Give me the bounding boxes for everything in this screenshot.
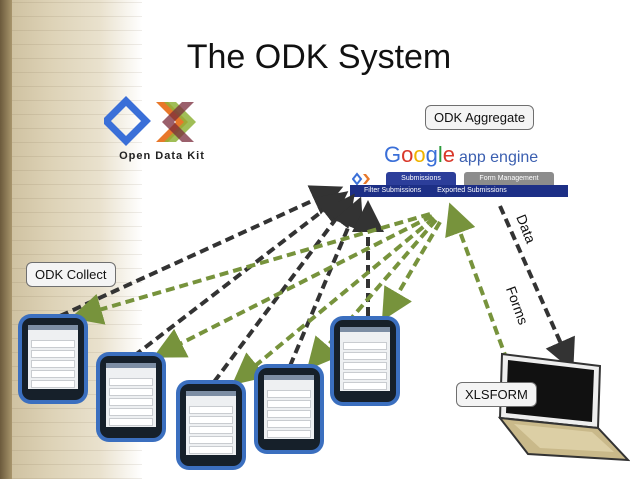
page-title: The ODK System [186, 38, 452, 76]
data-arrow-phone-1 [59, 185, 344, 318]
phone-screen [264, 375, 314, 439]
aggregate-callout: ODK Aggregate [425, 105, 535, 130]
forms-arrow-from-laptop [445, 202, 514, 375]
phone-5 [334, 320, 396, 402]
collect-callout: ODK Collect [26, 262, 116, 287]
data-arrow-phone-2 [132, 191, 349, 358]
data-arrow-to-laptop [498, 205, 575, 372]
tab-submissions[interactable]: Submissions [386, 172, 456, 185]
phone-1 [22, 318, 84, 400]
form-arrow-phone-1 [70, 212, 431, 325]
aggregate-admin-bar: Submissions Form Management Filter Submi… [350, 172, 568, 198]
logo-caption: Open Data Kit [119, 150, 205, 162]
xlsform-callout: XLSFORM [456, 382, 537, 407]
xlsform-label: XLSFORM [465, 387, 528, 402]
paper-edge [0, 0, 12, 479]
form-arrow-phone-4 [306, 218, 438, 371]
tab-form-management[interactable]: Form Management [464, 172, 554, 185]
phone-screen [106, 363, 156, 427]
submissions-subbar: Filter Submissions Exported Submissions [350, 185, 568, 197]
app-engine-text: app engine [459, 149, 539, 166]
odk-mini-icon [352, 172, 370, 186]
collect-label: ODK Collect [35, 267, 107, 282]
phone-3 [180, 384, 242, 466]
form-arrow-phone-5 [381, 220, 442, 321]
laptop-icon [497, 352, 630, 462]
phone-screen [340, 327, 390, 391]
odk-logo [104, 96, 196, 146]
data-arrow-phone-4 [288, 196, 364, 367]
phone-4 [258, 368, 320, 450]
form-arrow-phone-3 [231, 216, 436, 386]
subtab-filter-submissions[interactable]: Filter Submissions [364, 187, 422, 194]
phone-screen [186, 391, 236, 455]
subtab-exported-submissions[interactable]: Exported Submissions [437, 187, 507, 194]
phone-2 [100, 356, 162, 438]
phone-screen [28, 325, 78, 389]
aggregate-label: ODK Aggregate [434, 110, 526, 125]
form-arrow-phone-2 [152, 214, 433, 358]
data-arrow-phone-3 [212, 193, 355, 384]
